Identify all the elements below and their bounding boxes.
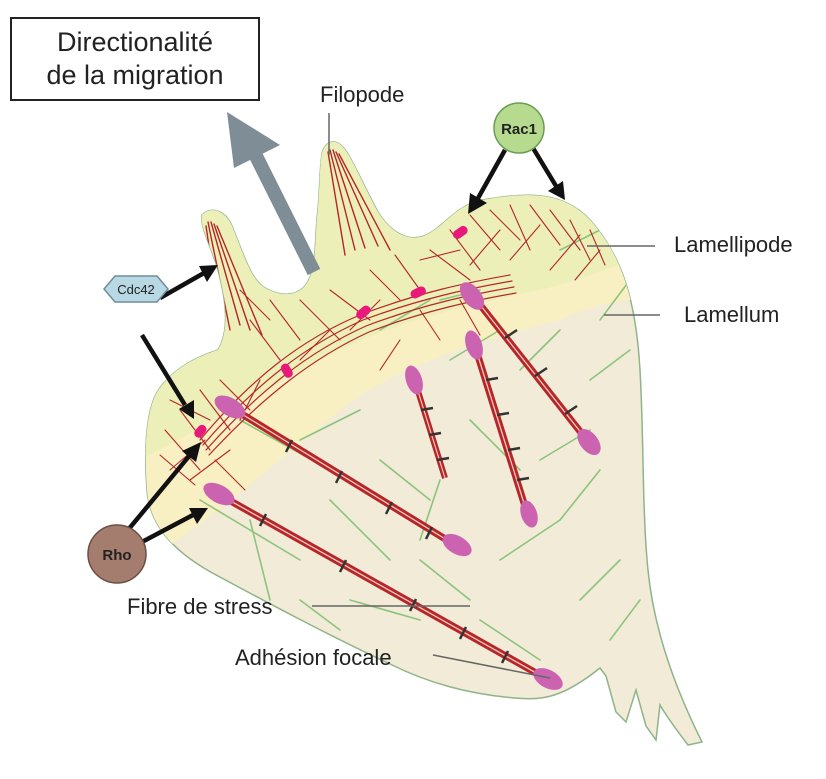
rac1-label: Rac1: [501, 121, 537, 138]
lamellum-label: Lamellum: [684, 302, 779, 328]
rac1-node: Rac1: [494, 103, 544, 153]
cdc42-node: Cdc42: [104, 276, 168, 302]
adhesion-focale-label: Adhésion focale: [235, 645, 392, 671]
title-line-1: Directionalité: [57, 26, 213, 59]
cdc42-label: Cdc42: [117, 282, 155, 297]
rho-node: Rho: [88, 525, 146, 583]
filopode-label: Filopode: [320, 82, 404, 108]
rho-label: Rho: [102, 547, 131, 564]
lamellipode-label: Lamellipode: [674, 232, 793, 258]
title-line-2: de la migration: [46, 59, 223, 92]
fibre-stress-label: Fibre de stress: [127, 594, 273, 620]
migration-title-box: Directionalité de la migration: [10, 17, 260, 101]
